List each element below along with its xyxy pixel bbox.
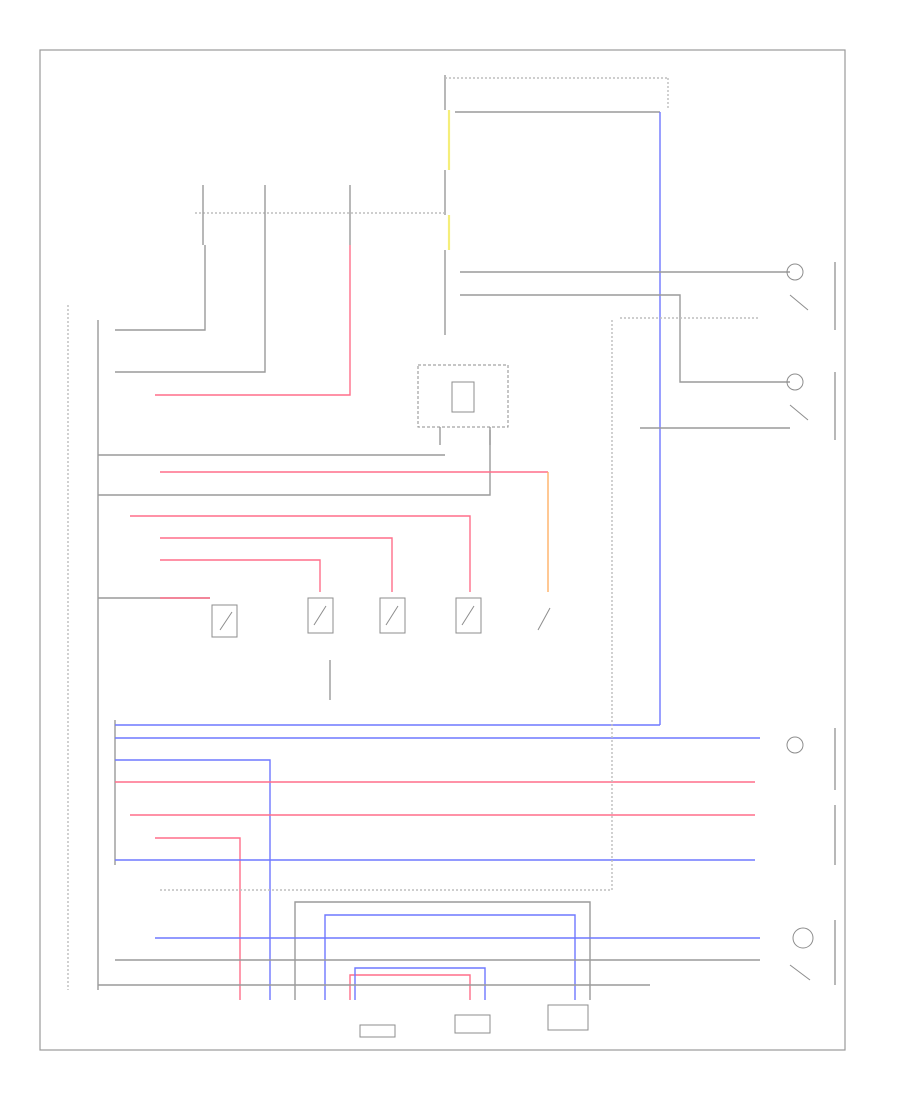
red-wire-3 bbox=[160, 537, 393, 592]
right-lamps bbox=[460, 262, 836, 985]
red-wire-2 bbox=[130, 515, 471, 592]
door-switches bbox=[211, 597, 551, 700]
upper-fuses bbox=[115, 185, 445, 396]
diagram-frame bbox=[39, 49, 846, 1051]
lower-components bbox=[359, 1004, 589, 1038]
left-junction-block bbox=[67, 305, 491, 990]
center-relay bbox=[417, 364, 509, 445]
red-wire-4 bbox=[160, 559, 321, 592]
lower-bus bbox=[98, 320, 760, 1000]
top-fuse-block bbox=[444, 75, 669, 725]
